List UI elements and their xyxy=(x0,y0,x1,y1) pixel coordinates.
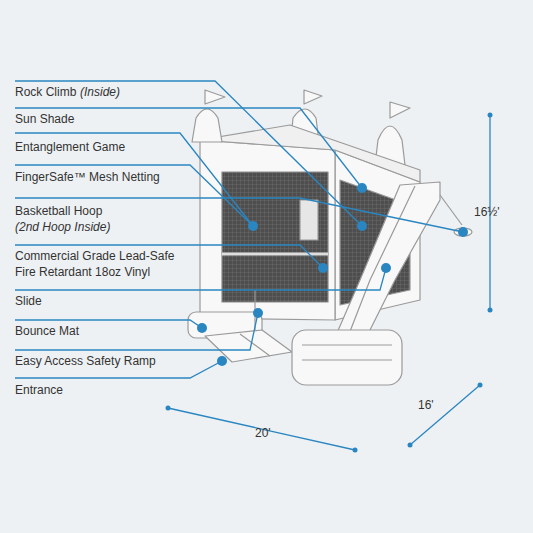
callout-label: Basketball Hoop xyxy=(15,203,102,219)
callout-note: (Inside) xyxy=(80,84,120,100)
callout-label: Commercial Grade Lead-Safe Fire Retardan… xyxy=(15,248,183,280)
callout-label: Easy Access Safety Ramp xyxy=(15,353,156,369)
callout-label: FingerSafe™ Mesh Netting xyxy=(15,169,160,185)
callout-note: (2nd Hoop Inside) xyxy=(15,219,110,235)
callout-label: Bounce Mat xyxy=(15,323,79,339)
callout-label: Entanglement Game xyxy=(15,139,125,155)
dimension-label: 16½' xyxy=(474,204,500,220)
callout-label: Slide xyxy=(15,293,42,309)
callout-label: Rock Climb xyxy=(15,84,76,100)
dimension-label: 20' xyxy=(255,425,271,441)
callout-label: Entrance xyxy=(15,382,63,398)
dimension-label: 16' xyxy=(418,397,434,413)
callout-label: Sun Shade xyxy=(15,111,74,127)
